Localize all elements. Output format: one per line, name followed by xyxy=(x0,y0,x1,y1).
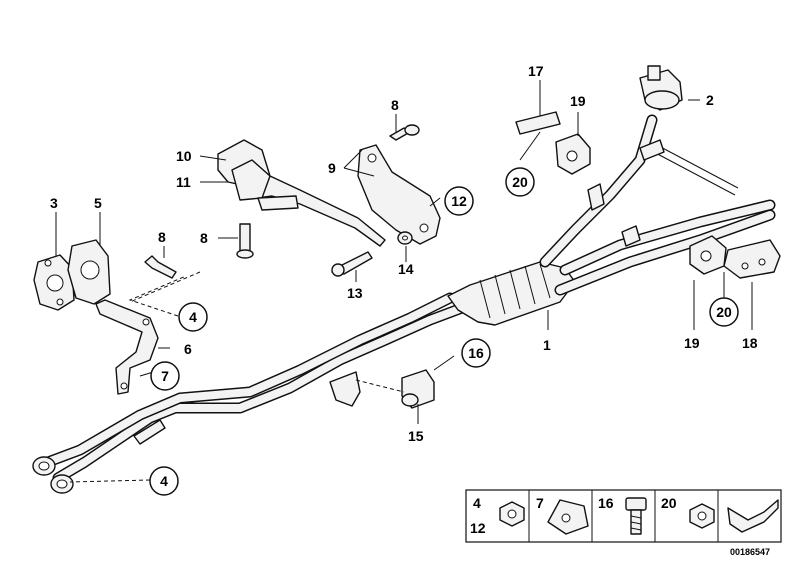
callout-9: 9 xyxy=(328,160,336,176)
callout-8-middle: 8 xyxy=(200,230,208,246)
rubber-mount-part-15 xyxy=(329,369,435,409)
callout-19-upper: 19 xyxy=(570,93,586,109)
bolt-part-13 xyxy=(331,251,373,277)
legend-label-12: 12 xyxy=(470,520,486,536)
bracket-part-9 xyxy=(357,144,441,245)
bolt-part-8-top xyxy=(389,124,420,141)
legend-label-7: 7 xyxy=(536,495,544,511)
clamp-bracket-parts-10-11 xyxy=(217,139,386,247)
callout-19-lower: 19 xyxy=(684,335,700,351)
image-id: 00186547 xyxy=(730,547,770,557)
legend-label-20: 20 xyxy=(661,495,677,511)
callout-5: 5 xyxy=(94,195,102,211)
callout-18: 18 xyxy=(742,335,758,351)
legend-label-16: 16 xyxy=(598,495,614,511)
callout-6: 6 xyxy=(184,341,192,357)
clip-nut-icon xyxy=(547,499,589,535)
circled-callout-20-lower: 20 xyxy=(716,304,732,320)
callout-8-left: 8 xyxy=(158,229,166,245)
bolt-part-8-middle xyxy=(236,223,254,259)
callout-3: 3 xyxy=(50,195,58,211)
nut-icon-20 xyxy=(689,503,715,529)
callout-2: 2 xyxy=(706,92,714,108)
bolt-part-8-left xyxy=(144,255,177,279)
callout-8-top: 8 xyxy=(391,97,399,113)
circled-callout-4-lower: 4 xyxy=(160,473,168,489)
rubber-hanger-part-19-upper xyxy=(555,133,591,175)
exhaust-system-part-1 xyxy=(32,114,776,494)
callout-1: 1 xyxy=(543,337,551,353)
hardware-legend: 4 12 7 16 20 xyxy=(465,489,782,543)
flange-part-5 xyxy=(67,239,111,305)
callout-11: 11 xyxy=(176,174,191,190)
callout-13: 13 xyxy=(347,285,363,301)
circled-callout-12: 12 xyxy=(451,193,467,209)
callout-17: 17 xyxy=(528,63,544,79)
callout-14: 14 xyxy=(398,261,414,277)
circled-callout-16: 16 xyxy=(468,345,484,361)
callout-labels: 1 2 3 5 6 8 8 8 9 10 11 13 14 15 17 18 1… xyxy=(50,63,758,444)
hanger-part-17 xyxy=(515,100,561,135)
bolt-icon xyxy=(625,497,647,535)
gasket-part-3 xyxy=(33,254,75,311)
washer-part-14 xyxy=(397,231,413,245)
legend-label-4: 4 xyxy=(473,495,481,511)
arrow-icon xyxy=(727,499,779,533)
bracket-part-18 xyxy=(723,239,781,279)
circled-callouts: 4 4 7 12 16 20 20 xyxy=(149,167,739,496)
bracket-part-6 xyxy=(95,299,159,395)
callout-15: 15 xyxy=(408,428,424,444)
circled-callout-4-upper: 4 xyxy=(189,309,197,325)
leader-lines xyxy=(55,80,753,483)
tailpipe-clamp-part-2 xyxy=(639,65,683,111)
callout-10: 10 xyxy=(176,148,192,164)
nut-icon xyxy=(499,501,525,527)
circled-callout-20-upper: 20 xyxy=(512,174,528,190)
circled-callout-7: 7 xyxy=(161,368,169,384)
